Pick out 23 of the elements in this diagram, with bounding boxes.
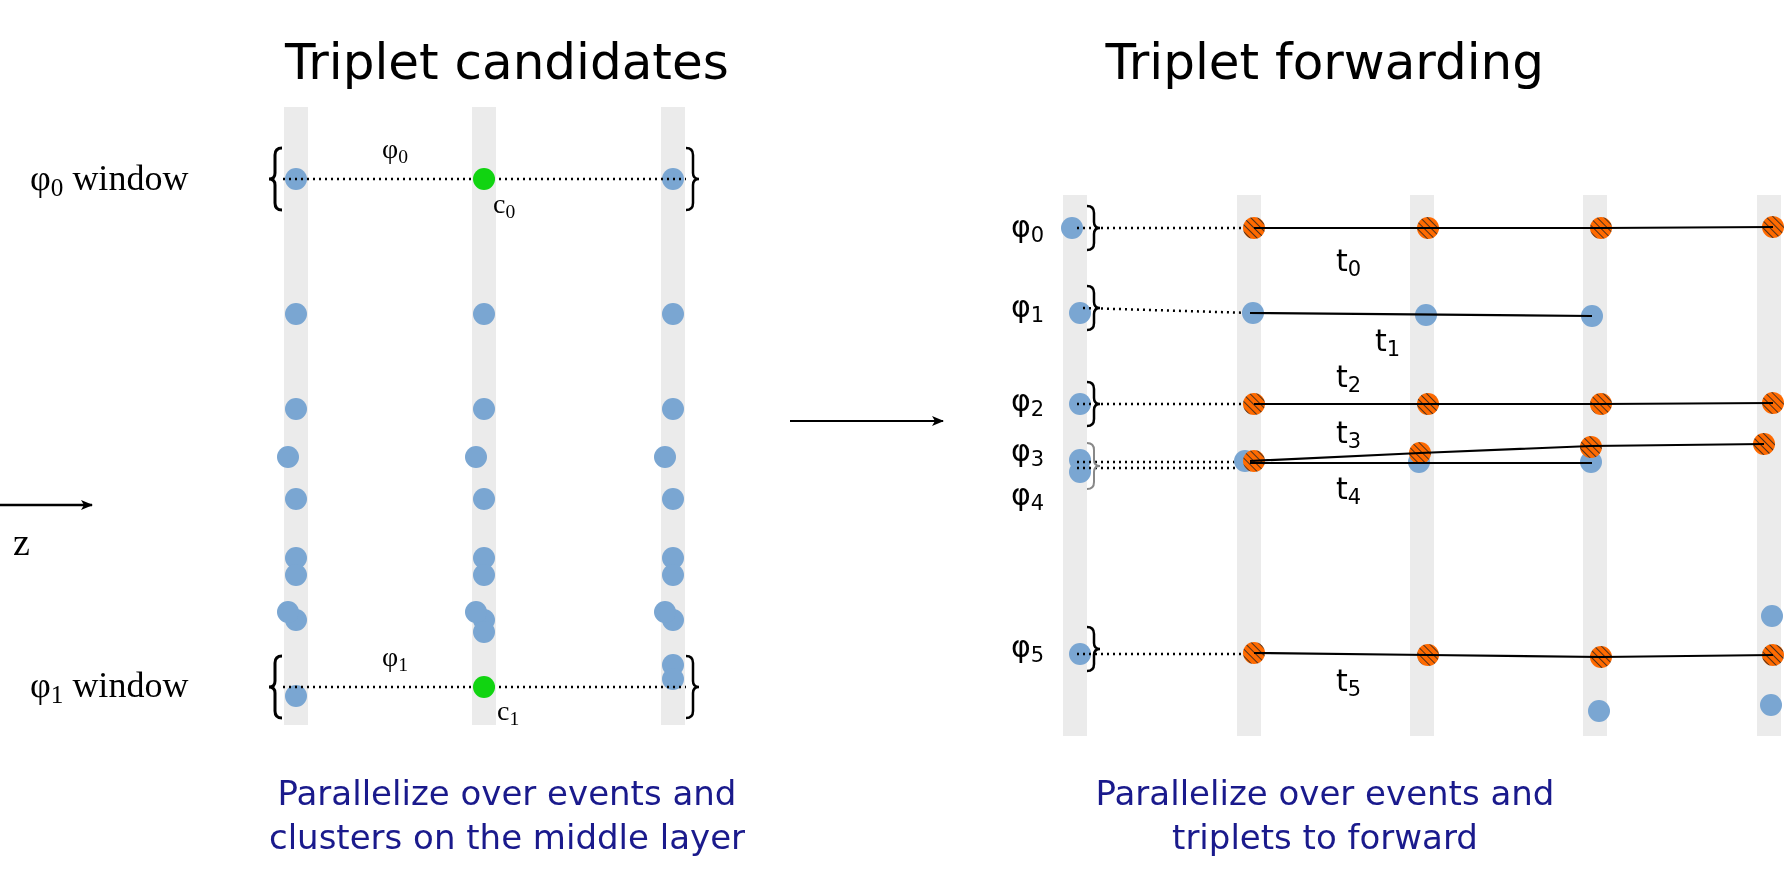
math-label: c$_{1}$ xyxy=(497,695,520,729)
math-label: t$_{2}$ xyxy=(1336,359,1362,397)
math-label: t$_{0}$ xyxy=(1336,243,1362,281)
math-label: t$_{1}$ xyxy=(1375,323,1401,361)
math-label: φ$_{1}$ xyxy=(382,641,408,675)
math-label: t$_{5}$ xyxy=(1336,663,1362,701)
math-label: φ$_{3}$ xyxy=(1011,433,1045,471)
math-label: φ$_{0}$ xyxy=(1011,209,1045,247)
math-label: c$_{0}$ xyxy=(493,188,516,222)
panel-title: Triplet candidates xyxy=(285,34,729,90)
math-label: φ$_{5}$ xyxy=(1011,629,1045,667)
math-label: φ$_{4}$ xyxy=(1011,477,1045,515)
math-label: φ$_{2}$ xyxy=(1011,383,1045,421)
caption: Parallelize over events and triplets to forward xyxy=(1094,772,1556,860)
math-label: φ$_{1}$ xyxy=(1011,289,1045,327)
math-label: t$_{3}$ xyxy=(1336,415,1362,453)
panel-title: Triplet forwarding xyxy=(1105,34,1545,90)
math-label: φ$_{0}$ xyxy=(382,133,408,167)
math-label: φ$_{0}$ window xyxy=(30,158,189,202)
math-label: t$_{4}$ xyxy=(1336,471,1362,509)
axis-label: z xyxy=(13,522,30,564)
caption: Parallelize over events and clusters on the middle layer xyxy=(267,772,747,860)
math-label: φ$_{1}$ window xyxy=(30,665,189,709)
